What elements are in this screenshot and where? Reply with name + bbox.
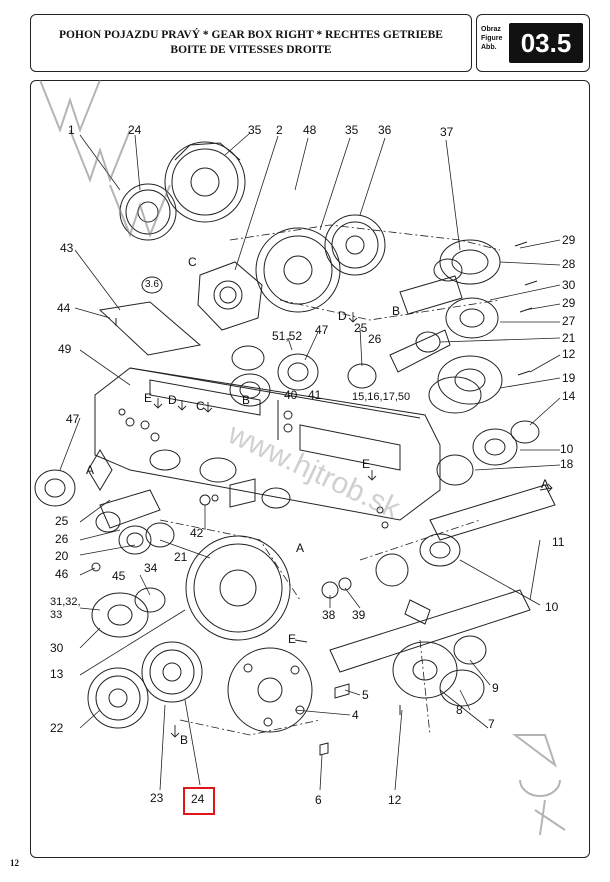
direction-letter-e: E xyxy=(144,391,153,405)
callout-1: 1 xyxy=(68,123,75,137)
callout-40: 40 xyxy=(284,388,298,402)
callout-12: 12 xyxy=(388,793,402,807)
direction-letter-d: D xyxy=(168,393,177,407)
figure-label-figure: Figure xyxy=(481,35,503,42)
bearing-housing-2 xyxy=(141,261,263,331)
title-line-1: POHON POJAZDU PRAVÝ * GEAR BOX RIGHT * R… xyxy=(59,29,443,41)
left-shaft-parts xyxy=(34,469,219,572)
page-number: 12 xyxy=(10,858,19,868)
title-box: POHON POJAZDU PRAVÝ * GEAR BOX RIGHT * R… xyxy=(30,14,472,72)
callout-35: 35 xyxy=(248,123,262,137)
callout-20: 20 xyxy=(55,549,69,563)
callout-26: 26 xyxy=(55,532,69,546)
figure-number-box: Obraz Figure Abb. 03.5 xyxy=(476,14,590,72)
callout-38: 38 xyxy=(322,608,336,622)
callout-25: 25 xyxy=(55,514,69,528)
direction-letter-c: C xyxy=(196,399,205,413)
callout-6: 6 xyxy=(315,793,322,807)
callout-24-highlighted: 24 xyxy=(191,792,205,806)
direction-letter-a: A xyxy=(296,541,305,555)
callout-46: 46 xyxy=(55,567,69,581)
callout-21: 21 xyxy=(174,550,188,564)
gear-cluster-22-23-24 xyxy=(87,641,203,729)
callout-47: 47 xyxy=(315,323,329,337)
callout-36: 36 xyxy=(378,123,392,137)
callout-44: 44 xyxy=(57,301,71,315)
center-lines xyxy=(159,224,501,736)
right-flange-assembly xyxy=(392,599,487,715)
leader-lines xyxy=(59,132,561,791)
callout-13: 13 xyxy=(50,667,64,681)
callout-37: 37 xyxy=(440,125,454,139)
drive-shaft-assembly xyxy=(227,484,556,756)
callout-26: 26 xyxy=(368,332,382,346)
callout-29: 29 xyxy=(562,233,576,247)
callout-14: 14 xyxy=(562,389,576,403)
callout-18: 18 xyxy=(560,457,574,471)
callout-29: 29 xyxy=(562,296,576,310)
callout-4: 4 xyxy=(352,708,359,722)
callout-35: 35 xyxy=(345,123,359,137)
callout-2: 2 xyxy=(276,123,283,137)
gear-pair-24-35 xyxy=(119,141,246,241)
callout-23: 23 xyxy=(150,791,164,805)
callout-47: 47 xyxy=(66,412,80,426)
direction-letter-a: A xyxy=(86,463,95,477)
direction-letter-d: D xyxy=(338,309,347,323)
figure-labels: Obraz Figure Abb. xyxy=(481,25,502,52)
callout-42: 42 xyxy=(190,526,204,540)
gearbox-housing xyxy=(87,367,441,529)
watermark xyxy=(39,79,566,836)
diagram-frame xyxy=(30,80,590,858)
callout-43: 43 xyxy=(60,241,74,255)
callout-22: 22 xyxy=(50,721,64,735)
callout-30: 30 xyxy=(50,641,64,655)
callout-5: 5 xyxy=(362,688,369,702)
callout-11: 11 xyxy=(552,535,565,549)
direction-letter-c: C xyxy=(188,255,197,269)
callout-9: 9 xyxy=(492,681,499,695)
callout-30: 30 xyxy=(562,278,576,292)
callout-31-32: 31,32, xyxy=(50,596,81,608)
direction-letter-e: E xyxy=(362,457,371,471)
direction-arrows xyxy=(153,312,553,738)
figure-label-abb: Abb. xyxy=(481,44,497,51)
callout-10: 10 xyxy=(545,600,559,614)
callout-25: 25 xyxy=(354,321,368,335)
callout-12: 12 xyxy=(562,347,576,361)
highlight-box-24 xyxy=(183,787,215,815)
large-gear-13 xyxy=(91,535,291,641)
direction-letter-a: A xyxy=(541,477,550,491)
callout-39: 39 xyxy=(352,608,366,622)
callout-48: 48 xyxy=(303,123,317,137)
gear-pair-35-36 xyxy=(255,214,386,313)
callout-28: 28 xyxy=(562,257,576,271)
direction-letter-b: B xyxy=(242,393,251,407)
callout-51-52: 51,52 xyxy=(272,329,303,343)
cover-plate-43 xyxy=(98,301,202,356)
figure-number: 03.5 xyxy=(509,23,583,63)
direction-letter-b: B xyxy=(180,733,189,747)
bearings-center xyxy=(229,345,377,440)
callout-21: 21 xyxy=(562,331,576,345)
figure-label-obraz: Obraz xyxy=(481,26,501,33)
direction-letter-b: B xyxy=(392,304,401,318)
callout-19: 19 xyxy=(562,371,576,385)
callout-24: 24 xyxy=(128,123,142,137)
callout-8: 8 xyxy=(456,703,463,717)
callout-45: 45 xyxy=(112,569,126,583)
callout-7: 7 xyxy=(488,717,495,731)
title-line-2: BOITE DE VITESSES DROITE xyxy=(170,44,332,56)
callout-34: 34 xyxy=(144,561,158,575)
callout-15-16-17-50: 15,16,17,50 xyxy=(352,391,411,403)
callout-27: 27 xyxy=(562,314,576,328)
direction-letter-e: E xyxy=(288,632,297,646)
callout-49: 49 xyxy=(58,342,72,356)
callout-10: 10 xyxy=(560,442,574,456)
callout-3-6: 3.6 xyxy=(145,279,159,290)
callout-41: 41 xyxy=(308,388,322,402)
callout-33: 33 xyxy=(50,609,63,621)
